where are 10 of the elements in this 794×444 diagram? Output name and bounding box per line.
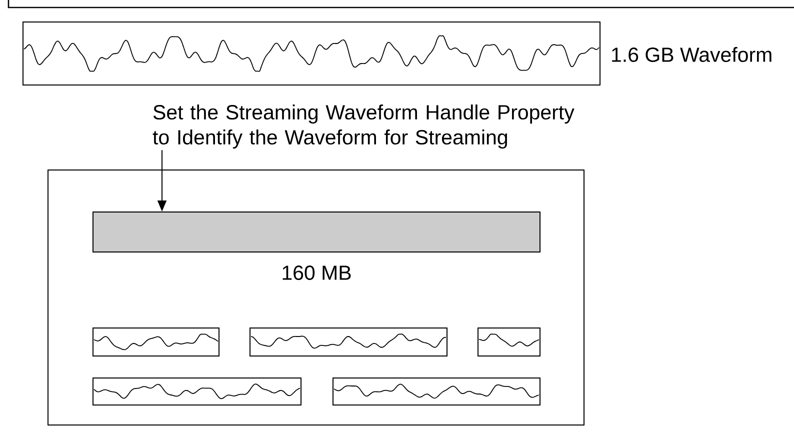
size-label: 160 MB: [282, 266, 351, 280]
waveform-box: [92, 328, 220, 356]
memory-bar: [92, 212, 540, 252]
waveform-box: [478, 328, 540, 356]
waveform-label: 1.6 GB Waveform: [612, 46, 772, 62]
waveform-box: [250, 328, 448, 356]
waveform-box: [92, 378, 302, 406]
waveform-box: [332, 378, 540, 406]
waveform-box: [22, 22, 600, 86]
instruction-text: Set the Streaming Waveform Handle Property to Identify the Waveform for Streaming: [152, 104, 574, 149]
